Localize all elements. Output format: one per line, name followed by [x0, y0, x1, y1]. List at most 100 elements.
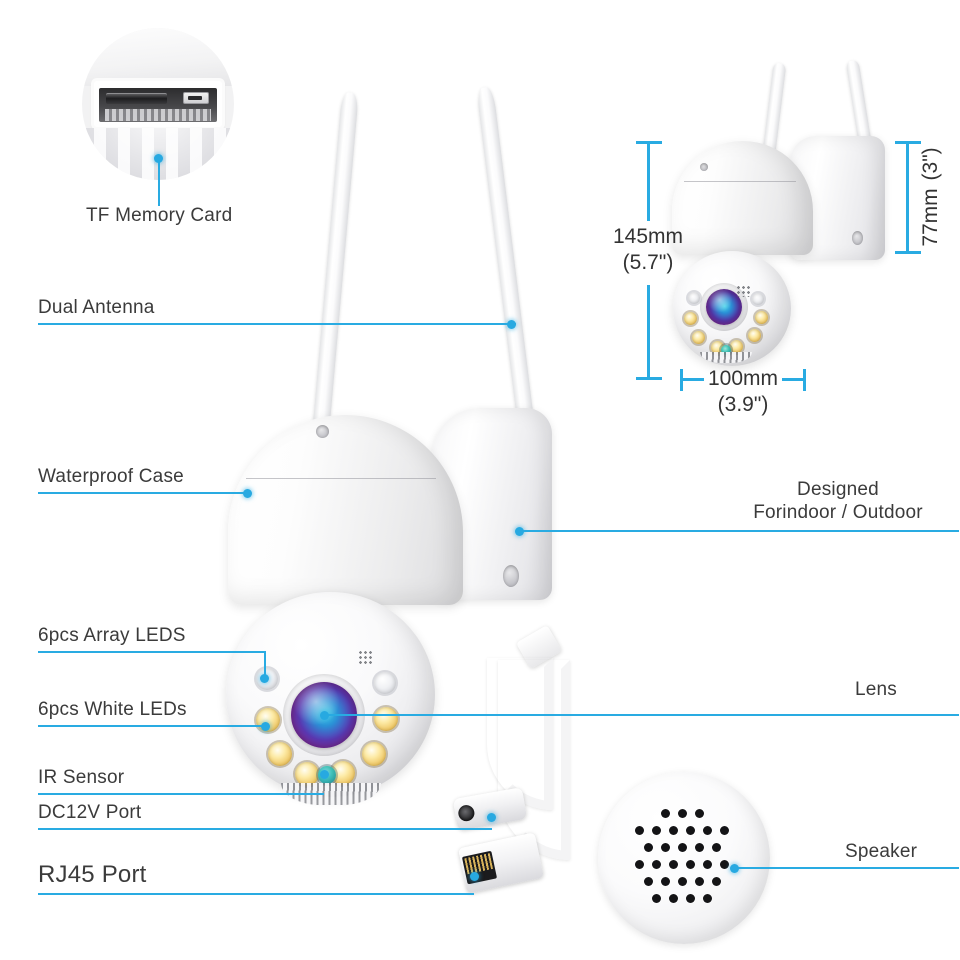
speaker-hole: [660, 809, 670, 818]
callout-waterproof-case: Waterproof Case: [38, 466, 184, 487]
rj45-port-leader-dot: [470, 872, 479, 881]
main-camera-vent-slots: [281, 783, 381, 805]
dim-width-inch: (3.9"): [717, 393, 769, 417]
callout-speaker: Speaker: [845, 841, 918, 862]
small-camera-white-led-2: [692, 331, 705, 344]
small-camera-white-led-5: [748, 329, 761, 342]
main-camera-array-led-right: [374, 672, 396, 694]
speaker-hole: [652, 826, 661, 835]
speaker-hole: [635, 860, 644, 869]
speaker-hole: [711, 877, 721, 886]
callout-array-leds: 6pcs Array LEDS: [38, 625, 186, 646]
speaker-hole: [720, 826, 729, 835]
lens-leader-line: [328, 714, 959, 716]
small-camera-mount-screw-hole: [852, 231, 863, 245]
small-camera-ir-sensor: [721, 345, 731, 355]
dim-height-mm: 145mm: [612, 225, 684, 248]
speaker-hole: [686, 860, 695, 869]
speaker-hole: [669, 894, 678, 903]
tf-memory-card-inset: [82, 28, 234, 180]
speaker-hole: [686, 894, 695, 903]
callout-rj45-port: RJ45 Port: [38, 861, 147, 888]
rj45-connector-port: [461, 850, 498, 885]
small-camera-vent: [700, 352, 752, 363]
tf-slot-cavity: [99, 87, 217, 123]
callout-lens: Lens: [855, 679, 898, 700]
rj45-port-leader-line: [38, 893, 474, 895]
small-camera-white-led-6: [755, 311, 768, 324]
speaker-hole: [694, 809, 704, 818]
array-leds-leader-line-v: [264, 651, 266, 679]
tf-reset-button: [182, 92, 209, 105]
dim-width-line-left: [680, 378, 704, 381]
speaker-leader-line: [736, 867, 959, 869]
rj45-gold-pins: [464, 853, 493, 875]
white-leds-leader-dot: [261, 722, 270, 731]
speaker-hole: [703, 894, 712, 903]
main-camera-dome-housing: [228, 415, 463, 605]
rj45-connector: [458, 832, 544, 894]
tf-card-slot-frame: [94, 81, 222, 127]
waterproof-case-leader-line: [38, 492, 250, 494]
tf-memory-card-chip: [106, 93, 168, 104]
main-camera-microphone: [358, 650, 374, 666]
speaker-hole: [677, 809, 687, 818]
callout-dual-antenna: Dual Antenna: [38, 297, 155, 318]
tf-memory-card-leader-dot: [154, 154, 163, 163]
speaker-hole-grid: [620, 794, 748, 922]
main-camera-top-screw: [316, 425, 329, 438]
dim-width-line-right: [782, 378, 806, 381]
speaker-hole: [660, 877, 670, 886]
speaker-hole: [677, 843, 687, 852]
speaker-hole: [694, 877, 704, 886]
white-leds-leader-line: [38, 725, 266, 727]
small-camera-microphone: [736, 285, 750, 297]
main-camera-bracket-screw-hole: [503, 565, 519, 587]
speaker-leader-dot: [730, 864, 739, 873]
speaker-hole: [635, 826, 644, 835]
designed-for-leader-line: [519, 530, 959, 532]
dual-antenna-leader-line: [38, 323, 516, 325]
dim-width-value: 100mm (3.9"): [679, 366, 807, 419]
callout-white-leds: 6pcs White LEDs: [38, 699, 187, 720]
small-camera-white-led-1: [684, 312, 697, 325]
main-camera-antenna-left: [312, 91, 359, 435]
dim-height-inch: (5.7"): [622, 251, 674, 275]
small-camera-white-led-3: [711, 341, 724, 354]
speaker-hole: [669, 860, 678, 869]
speaker-hole: [703, 860, 712, 869]
main-camera-white-led-2: [268, 742, 292, 766]
small-camera-top-screw: [700, 163, 708, 171]
speaker-hole: [652, 860, 661, 869]
tf-inset-housing-top: [82, 28, 234, 86]
speaker-hole: [669, 826, 678, 835]
tf-connector-pins: [105, 109, 211, 121]
tf-memory-card-leader-line: [158, 158, 160, 206]
speaker-component: [598, 772, 770, 944]
dim-depth-inch: (3"): [919, 147, 942, 181]
array-leds-leader-line-h: [38, 651, 265, 653]
speaker-hole: [720, 860, 729, 869]
dim-width-cap-right: [803, 369, 806, 391]
dim-depth-mm: 77mm: [919, 188, 942, 247]
main-camera-white-led-6: [374, 707, 398, 731]
ir-sensor-leader-line: [38, 793, 324, 795]
dc12v-port-leader-dot: [487, 813, 496, 822]
callout-tf-memory-card: TF Memory Card: [86, 205, 233, 226]
speaker-hole: [677, 877, 687, 886]
callout-designed-for: Designed Forindoor / Outdoor: [718, 478, 958, 524]
dim-depth-cap-bottom: [895, 251, 921, 254]
lens-leader-dot: [320, 711, 329, 720]
speaker-hole: [643, 877, 653, 886]
dc12v-port-leader-line: [38, 828, 492, 830]
main-camera-white-led-5: [362, 742, 386, 766]
speaker-hole: [652, 894, 661, 903]
ir-sensor-leader-dot: [320, 770, 329, 779]
dim-depth-line: [906, 141, 909, 254]
small-camera-dome-housing: [672, 141, 813, 255]
dim-height-line-upper: [647, 141, 650, 221]
callout-dc12v-port: DC12V Port: [38, 802, 142, 823]
designed-for-leader-dot: [515, 527, 524, 536]
small-camera-array-led-1: [688, 292, 700, 304]
